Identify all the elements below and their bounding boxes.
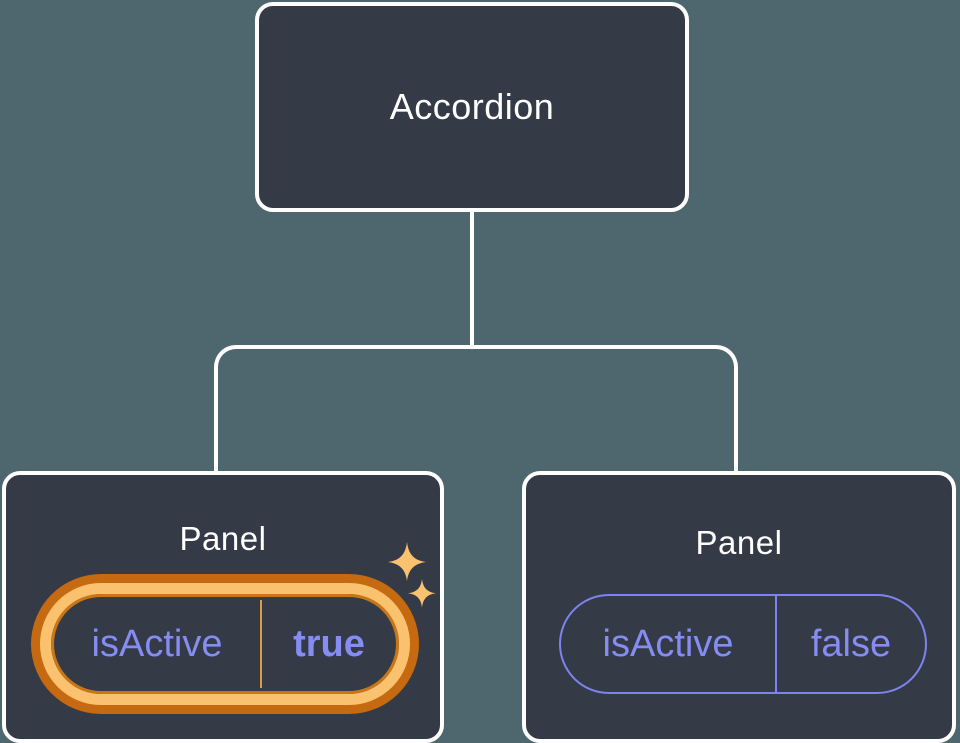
connector-branch-bracket — [214, 345, 738, 471]
state-key: isActive — [91, 622, 223, 665]
pill-divider — [775, 596, 777, 692]
accordion-node-label: Accordion — [389, 86, 555, 127]
pill-divider — [260, 600, 262, 688]
state-value: false — [810, 622, 892, 665]
state-key: isActive — [602, 622, 734, 665]
state-pill-active: isActive true — [51, 594, 399, 694]
sparkle-small-icon — [408, 579, 436, 608]
tree-node-accordion: Accordion — [255, 2, 689, 212]
state-value: true — [293, 622, 365, 665]
sparkle-large-icon — [388, 542, 426, 581]
connector-root-stub — [470, 210, 474, 347]
tree-node-panel-active: Panel isActive true — [2, 471, 444, 743]
tree-node-panel-inactive: Panel isActive false — [522, 471, 956, 743]
sparkles-icon — [388, 542, 436, 608]
panel-node-label: Panel — [179, 520, 267, 557]
state-pill-inactive: isActive false — [559, 594, 927, 694]
panel-node-label: Panel — [695, 524, 783, 561]
